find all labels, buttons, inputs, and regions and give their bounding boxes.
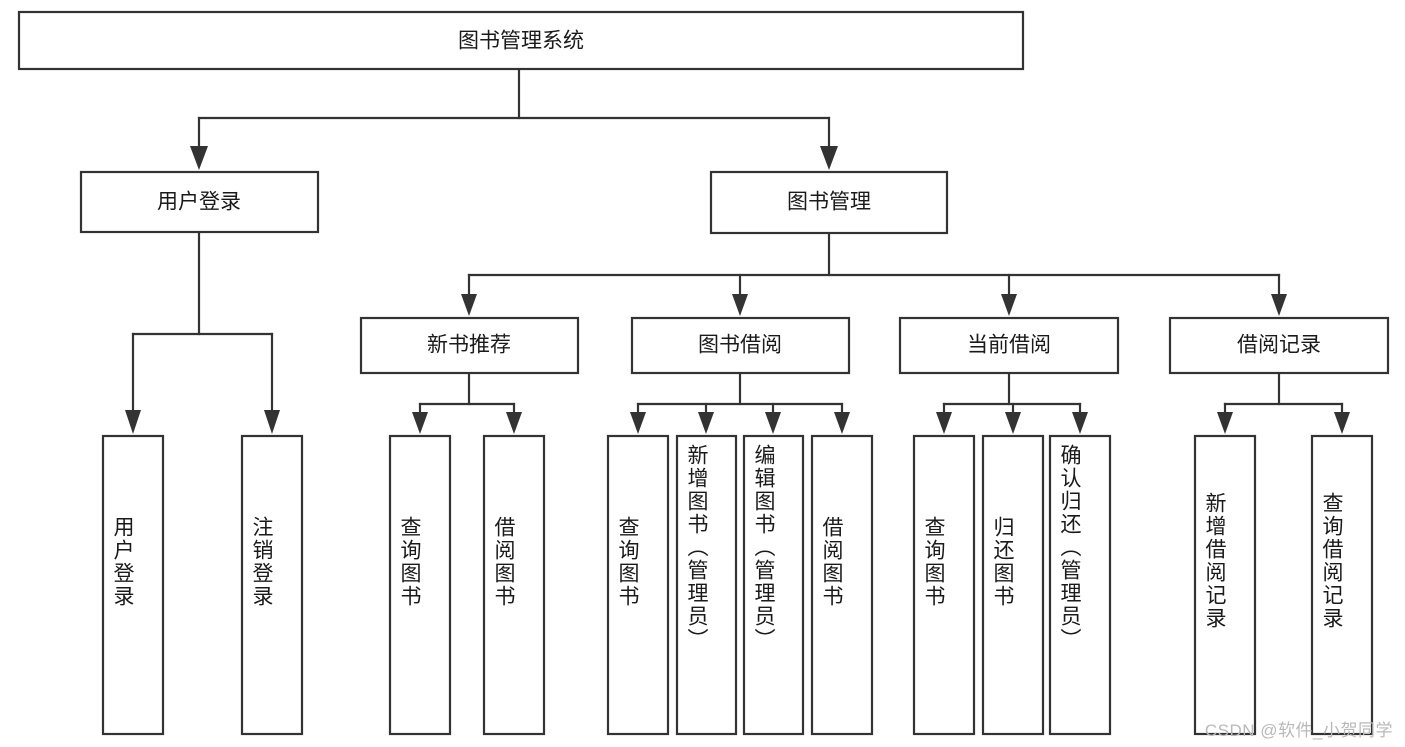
node-leaf-query-book-a-box[interactable]	[388, 434, 452, 736]
arrow-head-query-book-c	[936, 412, 952, 434]
arrow-head-confirm-return	[1072, 412, 1088, 434]
node-book-manage-label: 图书管理	[787, 191, 871, 214]
arrow-head-book-manage	[820, 146, 838, 170]
node-new-book-rec-label: 新书推荐	[427, 334, 511, 357]
arrow-head-current-borrow	[1001, 294, 1017, 316]
node-book-manage-box[interactable]	[709, 170, 949, 235]
node-leaf-query-book-b-box[interactable]	[606, 434, 670, 736]
node-root-label: 图书管理系统	[458, 30, 584, 53]
node-user-login[interactable]: 用户登录	[79, 170, 320, 234]
node-root[interactable]: 图书管理系统	[17, 10, 1025, 71]
node-new-book-rec[interactable]: 新书推荐	[359, 316, 580, 375]
arrow-head-leaf-logout	[264, 410, 280, 434]
node-borrow-record[interactable]: 借阅记录	[1168, 316, 1390, 375]
node-user-login-label: 用户登录	[157, 191, 241, 214]
node-leaf-borrow-book-a-box[interactable]	[482, 434, 546, 736]
arrow-head-book-borrow	[732, 294, 748, 316]
connector-group-book-borrow	[630, 371, 850, 434]
arrow-head-new-book-rec	[461, 294, 477, 316]
node-leaf-add-book-box[interactable]	[675, 434, 738, 736]
connector-group-book-manage	[461, 231, 1287, 316]
connector-group-new-book-rec	[412, 371, 522, 434]
arrow-head-borrow-book-b	[834, 412, 850, 434]
node-current-borrow-box[interactable]	[898, 316, 1120, 375]
node-user-login-box[interactable]	[79, 170, 320, 234]
node-book-borrow-label: 图书借阅	[698, 334, 782, 357]
arrow-head-user-login	[190, 146, 208, 170]
arrow-head-query-book-b	[630, 412, 646, 434]
node-book-borrow-box[interactable]	[630, 316, 851, 375]
node-current-borrow-label: 当前借阅	[967, 334, 1051, 357]
node-leaf-borrow-book-b-box[interactable]	[810, 434, 874, 736]
connector-group-user-login	[125, 230, 280, 434]
node-root-box[interactable]	[17, 10, 1025, 71]
connector-group-borrow-record	[1217, 371, 1350, 434]
node-leaf-confirm-return-box[interactable]	[1048, 434, 1112, 736]
node-leaf-user-login-box[interactable]	[101, 434, 165, 736]
node-borrow-record-box[interactable]	[1168, 316, 1390, 375]
node-leaf-add-record-box[interactable]	[1193, 434, 1257, 736]
arrow-head-leaf-user-login	[125, 410, 141, 434]
node-current-borrow[interactable]: 当前借阅	[898, 316, 1120, 375]
node-leaf-query-record-box[interactable]	[1310, 434, 1374, 736]
node-leaf-edit-book-box[interactable]	[742, 434, 805, 736]
csdn-watermark: CSDN @软件_小贺同学	[1204, 721, 1393, 740]
arrow-head-borrow-book-a	[506, 412, 522, 434]
node-leaf-query-book-c-box[interactable]	[912, 434, 976, 736]
arrow-head-add-book	[698, 412, 714, 434]
node-borrow-record-label: 借阅记录	[1237, 334, 1321, 357]
arrow-head-add-record	[1217, 412, 1233, 434]
node-new-book-rec-box[interactable]	[359, 316, 580, 375]
arrow-head-borrow-record	[1271, 294, 1287, 316]
connector-group-current-borrow	[936, 371, 1088, 434]
arrow-head-edit-book	[765, 412, 781, 434]
node-book-borrow[interactable]: 图书借阅	[630, 316, 851, 375]
arrow-head-query-record	[1334, 412, 1350, 434]
arrow-head-query-book-a	[412, 412, 428, 434]
connector-group-root	[190, 67, 838, 170]
node-leaf-logout-box[interactable]	[240, 434, 304, 736]
node-leaf-return-book-box[interactable]	[981, 434, 1045, 736]
node-book-manage[interactable]: 图书管理	[709, 170, 949, 235]
arrow-head-return-book	[1005, 412, 1021, 434]
